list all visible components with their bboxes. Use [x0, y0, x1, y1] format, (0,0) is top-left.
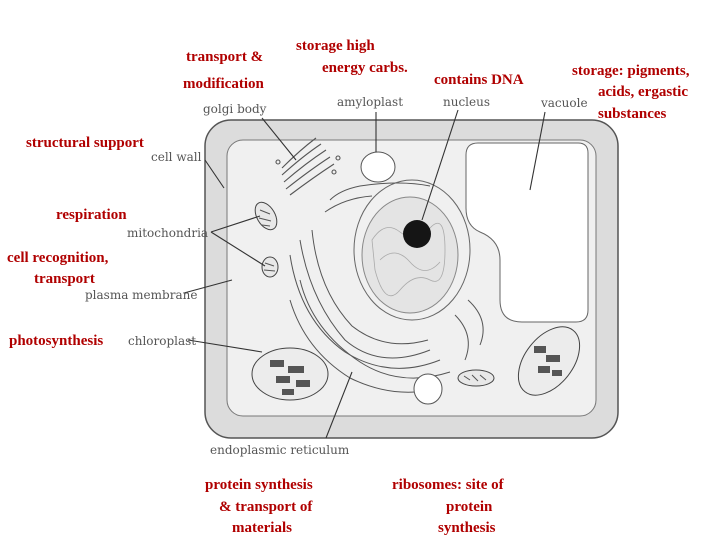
mitochondria-pointer: [210, 231, 266, 267]
golgi-body: [275, 137, 341, 196]
function-vacuole-line-2: acids, ergastic: [598, 84, 688, 100]
label-mitochondria: mitochondria: [127, 226, 208, 240]
label-amyloplast: amyloplast: [337, 95, 403, 109]
storage-granule: [413, 373, 443, 405]
nucleus: [353, 179, 471, 321]
er-pointer: [325, 371, 353, 439]
label-golgi-body: golgi body: [203, 102, 267, 116]
mitochondrion: [261, 256, 279, 278]
amyloplast: [360, 151, 396, 183]
mitochondrion: [254, 201, 278, 231]
label-chloroplast: chloroplast: [128, 334, 196, 348]
nucleolus: [403, 220, 431, 248]
chloroplast: [517, 326, 581, 396]
cell-wall-pointer: [204, 159, 225, 189]
function-plasma-membrane-line-1: cell recognition,: [7, 250, 109, 266]
chloroplast-pointer: [187, 339, 263, 353]
function-amyloplast-line-1: storage high: [296, 38, 375, 54]
vacuole: [465, 142, 589, 323]
function-chloroplast: photosynthesis: [9, 333, 103, 349]
label-vacuole: vacuole: [540, 96, 588, 110]
function-nucleus: contains DNA: [434, 72, 524, 88]
function-vacuole-line-1: storage: pigments,: [572, 63, 690, 79]
function-cell-wall: structural support: [26, 135, 144, 151]
vacuole-pointer: [529, 111, 546, 191]
label-plasma-membrane: plasma membrane: [85, 288, 197, 302]
label-endoplasmic-reticulum: endoplasmic reticulum: [210, 443, 350, 457]
nucleus-pointer: [421, 109, 459, 221]
function-ribosomes-line-2: protein: [446, 499, 493, 515]
function-er-line-3: materials: [232, 520, 292, 536]
function-amyloplast-line-2: energy carbs.: [322, 60, 408, 76]
label-nucleus: nucleus: [443, 95, 490, 109]
function-plasma-membrane-line-2: transport: [34, 271, 95, 287]
function-ribosomes-line-1: ribosomes: site of: [392, 477, 505, 493]
function-ribosomes-line-3: synthesis: [438, 520, 496, 536]
function-mitochondria: respiration: [56, 207, 127, 223]
function-er-line-2: & transport of: [219, 499, 313, 515]
mitochondrion: [457, 369, 495, 387]
function-golgi-line-1: transport &: [186, 49, 263, 65]
golgi-pointer: [261, 117, 297, 161]
function-er-line-1: protein synthesis: [205, 477, 313, 493]
function-golgi-line-2: modification: [183, 76, 264, 92]
mitochondria-pointer: [210, 215, 261, 233]
chloroplast: [251, 347, 329, 401]
plasma-membrane-pointer: [183, 279, 233, 294]
label-cell-wall: cell wall: [151, 150, 202, 164]
function-vacuole-line-3: substances: [598, 106, 667, 122]
